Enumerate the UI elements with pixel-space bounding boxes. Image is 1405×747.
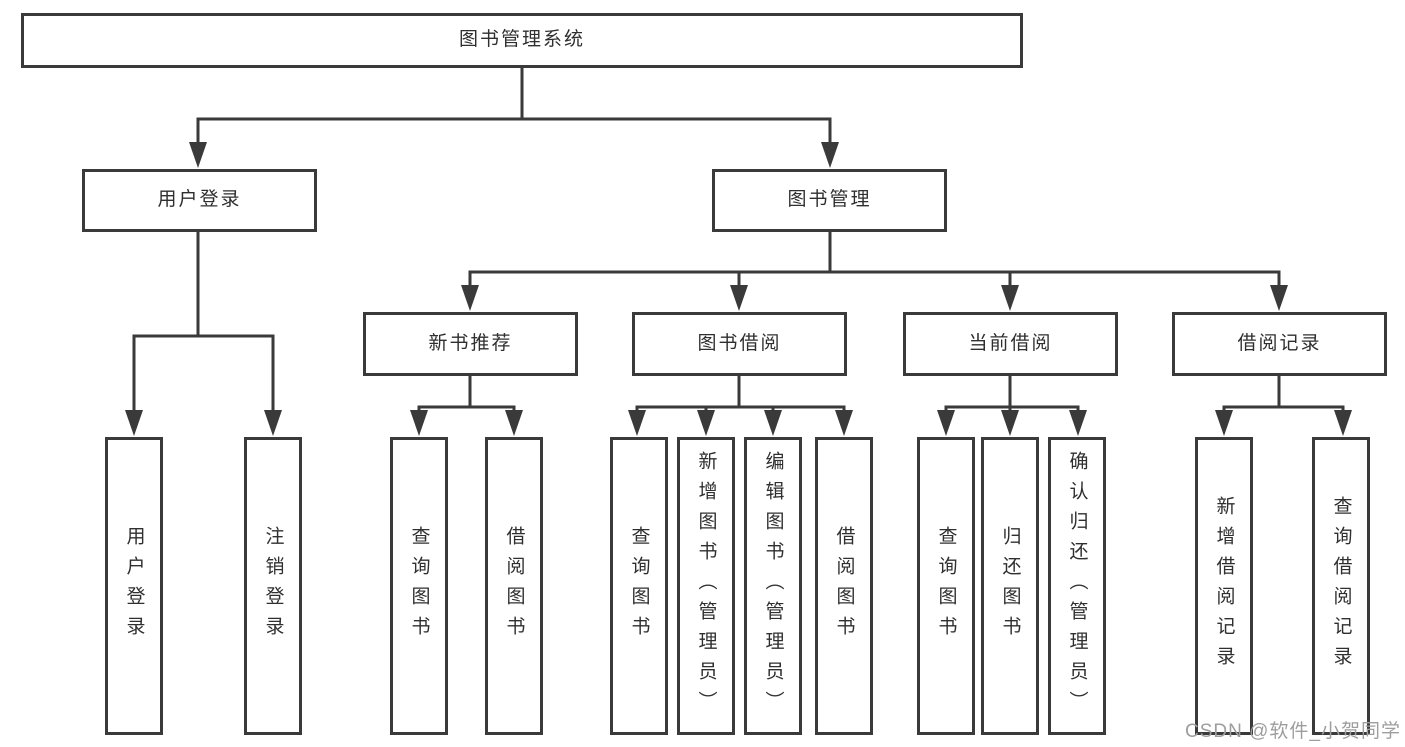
node-new-book-recommend: 新书推荐 — [363, 312, 578, 376]
leaf-user-login: 用户登录 — [105, 437, 163, 735]
leaf-records-add-record-label: 新增借阅记录 — [1213, 496, 1235, 676]
csdn-watermark: CSDN @软件_小贺同学 — [1185, 721, 1401, 742]
leaf-records-add-record: 新增借阅记录 — [1195, 437, 1253, 735]
leaf-borrow-query-book-label: 查询图书 — [628, 526, 650, 646]
leaf-recommend-query-book: 查询图书 — [390, 437, 448, 735]
node-borrow-records: 借阅记录 — [1172, 312, 1387, 376]
leaf-records-query-record: 查询借阅记录 — [1312, 437, 1370, 735]
leaf-recommend-borrow-book: 借阅图书 — [485, 437, 543, 735]
leaf-recommend-query-book-label: 查询图书 — [408, 526, 430, 646]
leaf-borrow-add-book-admin: 新增图书（管理员） — [677, 437, 735, 735]
leaf-borrow-edit-book-admin-label: 编辑图书（管理员） — [762, 451, 784, 721]
leaf-logout-label: 注销登录 — [262, 526, 284, 646]
leaf-borrow-borrow-book: 借阅图书 — [815, 437, 873, 735]
leaf-logout: 注销登录 — [244, 437, 302, 735]
leaf-current-return-book-label: 归还图书 — [999, 526, 1021, 646]
leaf-borrow-edit-book-admin: 编辑图书（管理员） — [744, 437, 802, 735]
leaf-current-return-book: 归还图书 — [981, 437, 1039, 735]
leaf-user-login-label: 用户登录 — [123, 526, 145, 646]
leaf-recommend-borrow-book-label: 借阅图书 — [503, 526, 525, 646]
leaf-borrow-add-book-admin-label: 新增图书（管理员） — [695, 451, 717, 721]
leaf-current-confirm-return-admin-label: 确认归还（管理员） — [1066, 451, 1088, 721]
node-book-management: 图书管理 — [712, 169, 947, 232]
leaf-borrow-query-book: 查询图书 — [610, 437, 668, 735]
leaf-current-query-book: 查询图书 — [917, 437, 975, 735]
node-book-borrow: 图书借阅 — [632, 312, 847, 376]
leaf-borrow-borrow-book-label: 借阅图书 — [833, 526, 855, 646]
node-current-borrow: 当前借阅 — [903, 312, 1118, 376]
node-user-login: 用户登录 — [82, 169, 317, 232]
node-root: 图书管理系统 — [21, 13, 1023, 68]
leaf-records-query-record-label: 查询借阅记录 — [1330, 496, 1352, 676]
leaf-current-confirm-return-admin: 确认归还（管理员） — [1048, 437, 1106, 735]
leaf-current-query-book-label: 查询图书 — [935, 526, 957, 646]
